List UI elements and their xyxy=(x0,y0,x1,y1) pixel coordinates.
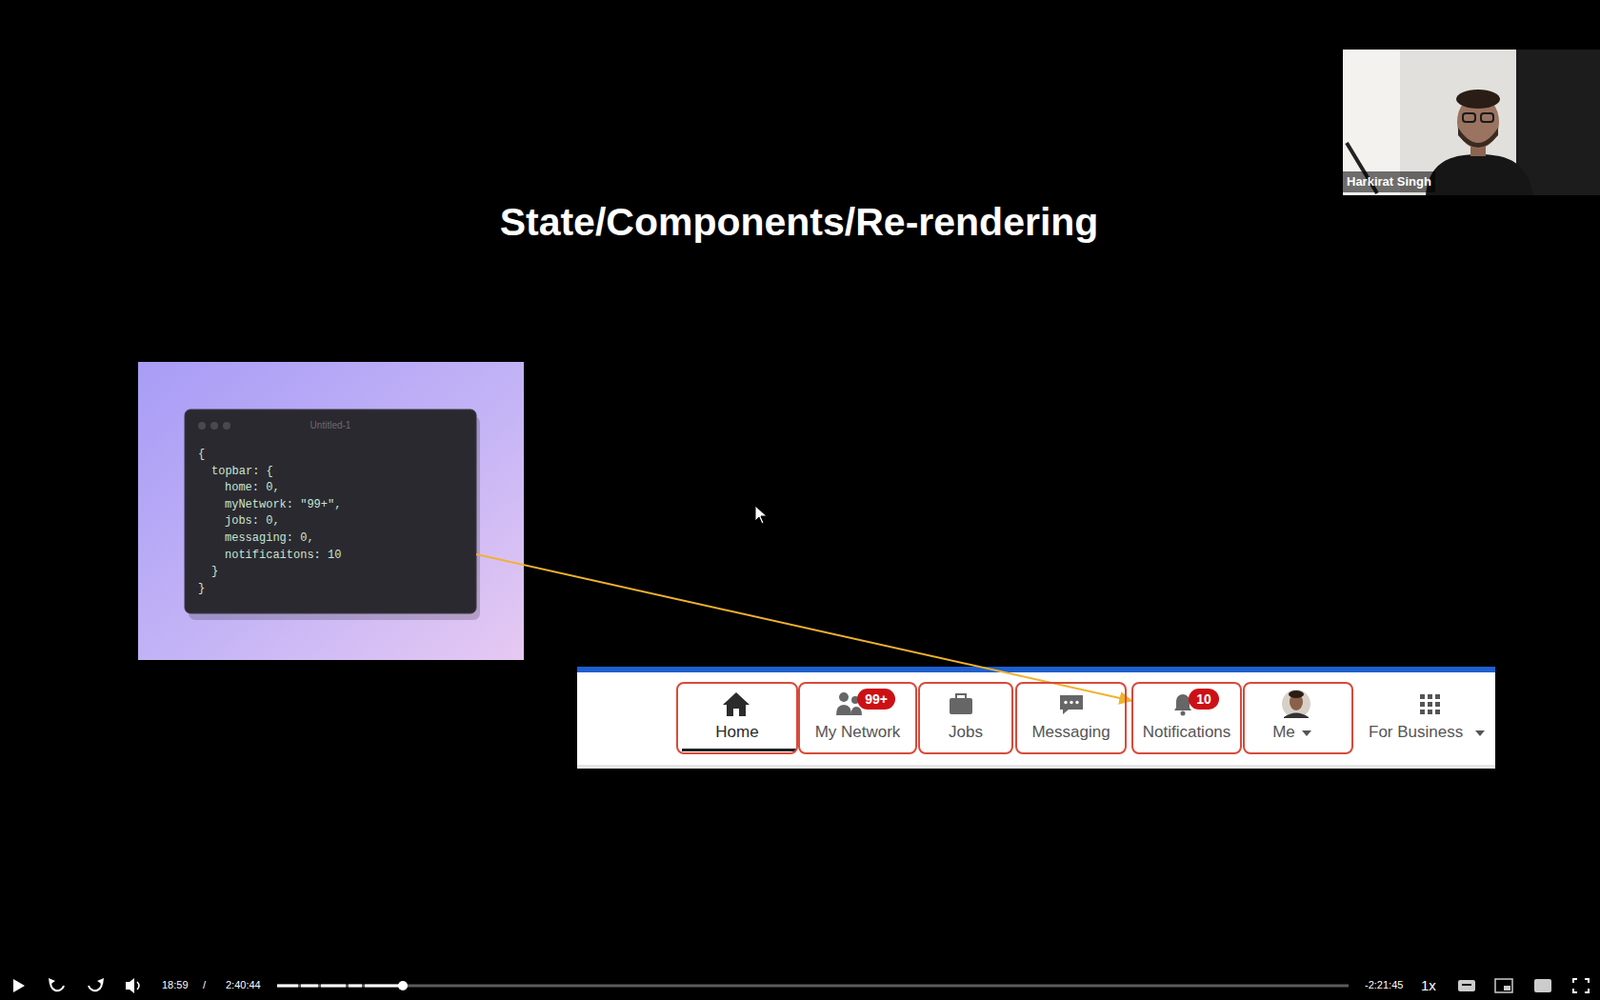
code-line: myNetwork: "99+", xyxy=(224,498,341,512)
tab-label: Jobs xyxy=(948,722,983,742)
code-line: home: 0, xyxy=(224,480,280,495)
messaging-icon xyxy=(1063,700,1067,704)
name-plate xyxy=(1342,171,1436,193)
time-total: 2:40:44 xyxy=(225,979,261,992)
person-hair xyxy=(1456,89,1500,109)
play-icon xyxy=(13,979,25,993)
window-dot xyxy=(222,421,231,430)
nav-tab: Home xyxy=(676,681,799,755)
rewind-icon xyxy=(48,978,56,985)
hd-icon xyxy=(1534,979,1552,993)
jobs-icon xyxy=(949,698,973,715)
speed-label: 1x xyxy=(1420,977,1437,995)
pip-icon xyxy=(1495,979,1513,993)
grid-dot xyxy=(1427,701,1433,707)
topbar-edge xyxy=(577,764,1496,769)
mouse-cursor xyxy=(755,505,767,524)
jobs-icon xyxy=(956,694,966,699)
time-separator: / xyxy=(202,979,206,992)
window-dot xyxy=(210,421,219,430)
code-line: notificaitons: 10 xyxy=(224,547,341,561)
tab-label: Notifications xyxy=(1142,722,1232,742)
tab-label: My Network xyxy=(815,722,901,742)
nav-tab: My Network 99+ xyxy=(798,681,918,755)
code-window: Untitled-1 { topbar: { home: 0, myNetwork: "… xyxy=(184,409,477,614)
network-icon xyxy=(839,692,849,702)
nav-tab: Notifications 10 xyxy=(1131,681,1242,755)
code-line: messaging: 0, xyxy=(224,531,315,545)
active-underline xyxy=(681,748,797,752)
tab-label: Me xyxy=(1272,722,1296,742)
home-icon xyxy=(722,692,750,717)
window-title: Untitled-1 xyxy=(310,420,352,432)
avatar xyxy=(1283,713,1309,720)
progress-track xyxy=(277,984,1349,988)
person-beard xyxy=(1458,127,1499,148)
captions-icon xyxy=(1461,983,1472,986)
nav-tab: Jobs xyxy=(918,681,1014,755)
bell-icon xyxy=(1180,711,1186,717)
tab-label: Home xyxy=(715,722,759,742)
grid-dot xyxy=(1420,694,1425,700)
window-ground xyxy=(184,409,477,614)
forward-icon xyxy=(97,978,104,985)
progress-knob xyxy=(398,980,408,991)
badge-count: 10 xyxy=(1196,691,1212,708)
grid-dot xyxy=(1435,701,1440,707)
volume-icon xyxy=(125,978,135,994)
grid-dot xyxy=(1427,709,1433,715)
slide-title: State/Components/Re-rendering xyxy=(500,199,1100,246)
menu-label: For Business xyxy=(1368,722,1463,742)
code-line: topbar: { xyxy=(211,463,274,478)
pointer-arrow xyxy=(476,554,1132,701)
speaker-name: Harkirat Singh xyxy=(1346,174,1432,190)
messaging-icon xyxy=(1069,700,1073,704)
count-badge: 10 xyxy=(1188,688,1220,710)
badge-count: 99+ xyxy=(864,691,888,708)
nav-tab: Messaging xyxy=(1015,681,1127,755)
tab-label: Messaging xyxy=(1031,722,1110,742)
network-icon xyxy=(850,706,862,716)
dropdown-caret xyxy=(1475,730,1485,737)
grid-dot xyxy=(1420,701,1425,707)
code-line: } xyxy=(211,564,219,579)
code-line: { xyxy=(198,447,205,461)
topbar-stripe xyxy=(577,666,1496,673)
code-line: } xyxy=(198,581,205,596)
network-icon xyxy=(836,704,852,716)
code-backdrop xyxy=(138,361,524,660)
grid-dot xyxy=(1427,694,1433,700)
count-badge: 99+ xyxy=(857,688,896,710)
avatar xyxy=(1288,690,1304,699)
progress-played xyxy=(277,984,403,988)
fullscreen-icon xyxy=(1573,979,1589,993)
messaging-icon xyxy=(1060,695,1083,715)
grid-dot xyxy=(1435,709,1440,715)
nav-tab: Me xyxy=(1242,681,1354,755)
volume-icon xyxy=(137,981,140,990)
avatar xyxy=(1281,689,1311,719)
grid-dot xyxy=(1435,694,1440,700)
window-dot xyxy=(198,421,206,430)
grid-icon xyxy=(1420,694,1440,715)
person-glasses xyxy=(1480,113,1494,122)
grid-dot xyxy=(1420,709,1425,715)
person-glasses xyxy=(1462,113,1476,122)
code-line: jobs: 0, xyxy=(224,514,280,528)
captions-icon xyxy=(1458,980,1476,992)
time-remaining: -2:21:45 xyxy=(1364,979,1403,992)
time-current: 18:59 xyxy=(161,979,189,992)
person-body xyxy=(1425,154,1534,196)
messaging-icon xyxy=(1075,700,1079,704)
webcam-frame xyxy=(1342,49,1600,196)
topbar-ground xyxy=(577,666,1496,769)
dropdown-caret xyxy=(1301,730,1312,737)
webcam-shelf xyxy=(1516,49,1600,196)
pip-icon xyxy=(1503,985,1511,991)
